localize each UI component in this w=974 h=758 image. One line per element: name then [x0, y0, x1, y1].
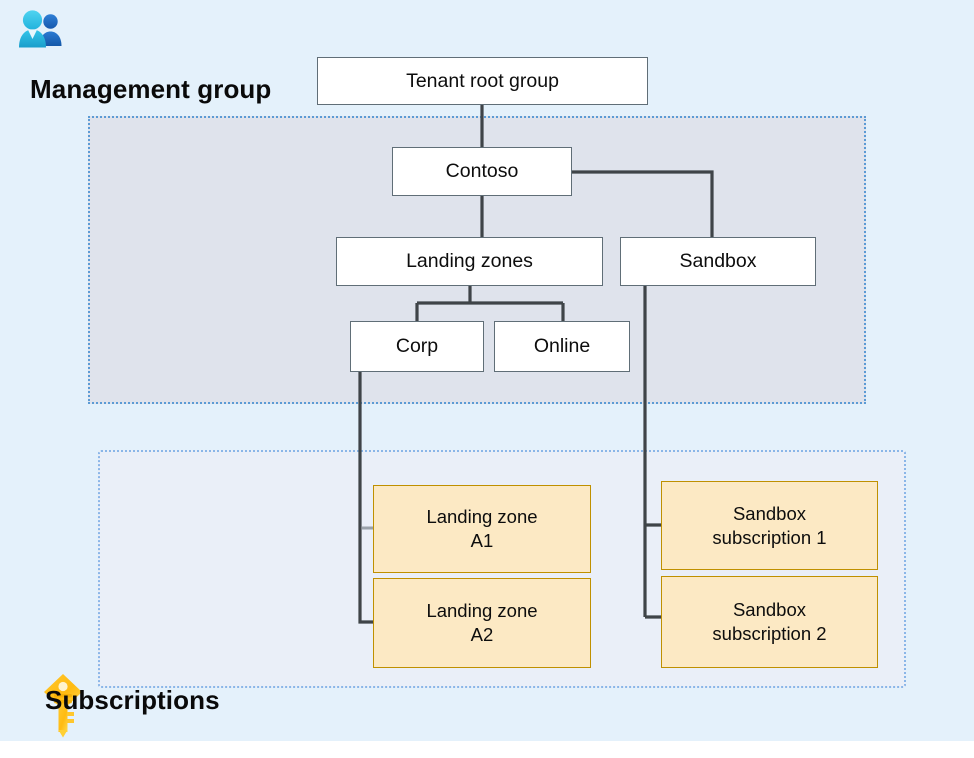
node-label-line2: A2	[470, 624, 494, 645]
node-label-line1: Sandbox	[732, 502, 807, 524]
node-label-wrap: Landing zone A1	[426, 505, 537, 552]
node-landing-zone-a1[interactable]: Landing zone A1	[373, 485, 591, 573]
node-label: Tenant root group	[406, 69, 559, 92]
legend-subscriptions-label: Subscriptions	[45, 685, 220, 715]
node-label-line1: Sandbox	[732, 599, 807, 621]
legend-subscriptions: Subscriptions	[45, 685, 220, 716]
node-landing-zone-a2[interactable]: Landing zone A2	[373, 578, 591, 668]
node-label: Online	[533, 335, 591, 358]
node-label: Sandbox	[679, 250, 757, 273]
node-contoso[interactable]: Contoso	[392, 147, 572, 196]
node-online[interactable]: Online	[494, 321, 630, 372]
key-icon	[44, 674, 82, 738]
node-sandbox-subscription-1[interactable]: Sandbox subscription 1	[661, 481, 878, 570]
node-label-line2: subscription 1	[712, 526, 827, 548]
node-landing-zones[interactable]: Landing zones	[336, 237, 603, 286]
node-sandbox-subscription-2[interactable]: Sandbox subscription 2	[661, 576, 878, 668]
users-icon	[19, 10, 62, 48]
node-corp[interactable]: Corp	[350, 321, 484, 372]
node-label-line2: A1	[470, 530, 494, 551]
node-label-wrap: Sandbox subscription 1	[712, 502, 826, 549]
node-label: Landing zones	[406, 250, 533, 273]
node-label-wrap: Landing zone A2	[426, 599, 537, 646]
node-label-line2: subscription 2	[712, 623, 827, 644]
node-label: Contoso	[445, 160, 519, 183]
legend-management-group: Management group	[30, 74, 271, 105]
node-tenant-root-group[interactable]: Tenant root group	[317, 57, 648, 105]
node-sandbox[interactable]: Sandbox	[620, 237, 816, 286]
node-label-line1: Landing zone	[426, 506, 538, 528]
node-label: Corp	[395, 335, 439, 358]
legend-management-group-label: Management group	[30, 74, 272, 104]
connector-contoso-sandbox	[572, 170, 714, 237]
node-label-line1: Landing zone	[426, 600, 538, 622]
node-label-wrap: Sandbox subscription 2	[712, 598, 826, 645]
